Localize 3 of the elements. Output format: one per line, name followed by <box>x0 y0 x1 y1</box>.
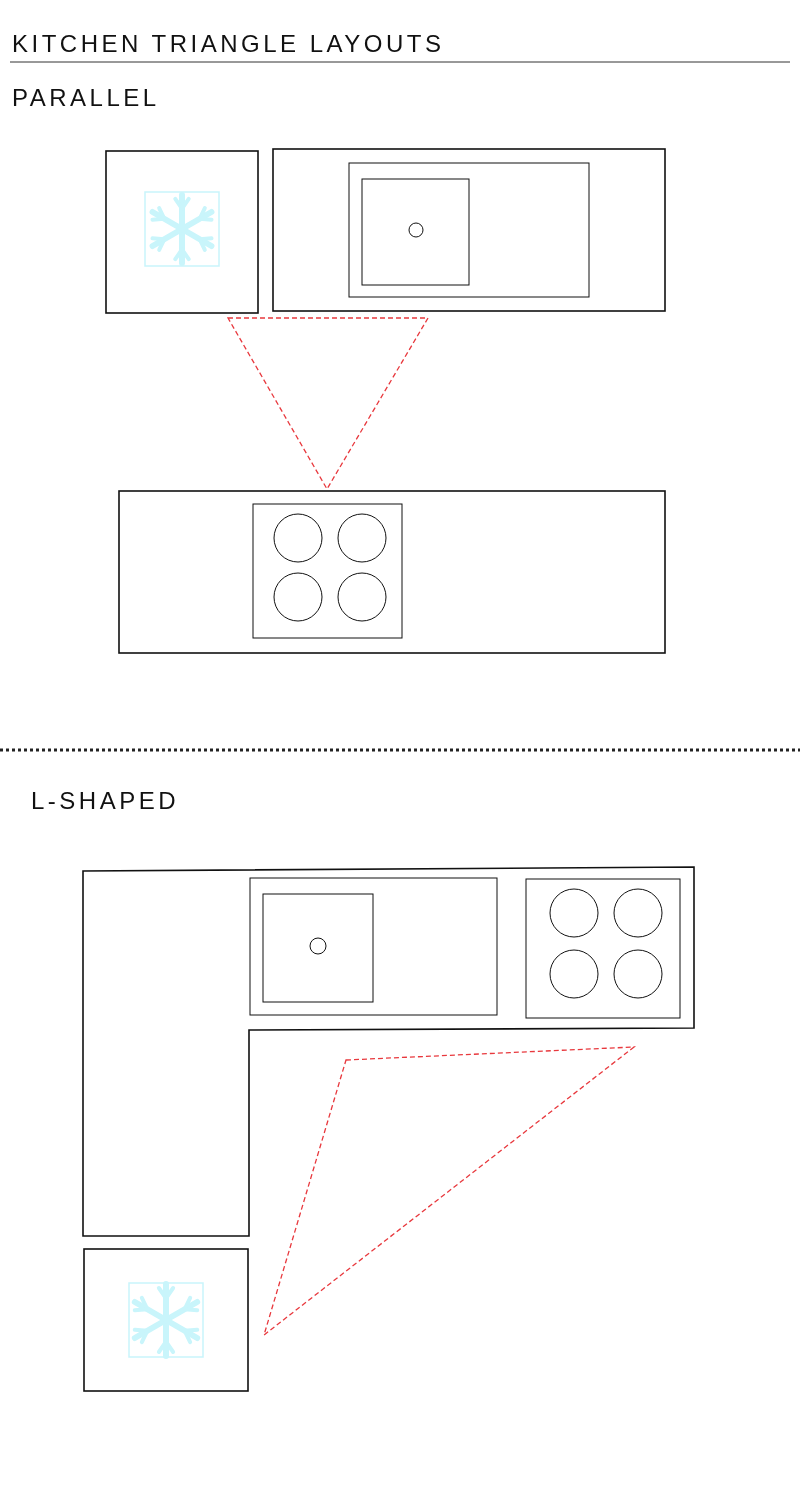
section-heading: PARALLEL <box>12 86 160 110</box>
title: KITCHEN TRIANGLE LAYOUTS <box>12 32 445 56</box>
section-heading: L-SHAPED <box>31 789 180 813</box>
